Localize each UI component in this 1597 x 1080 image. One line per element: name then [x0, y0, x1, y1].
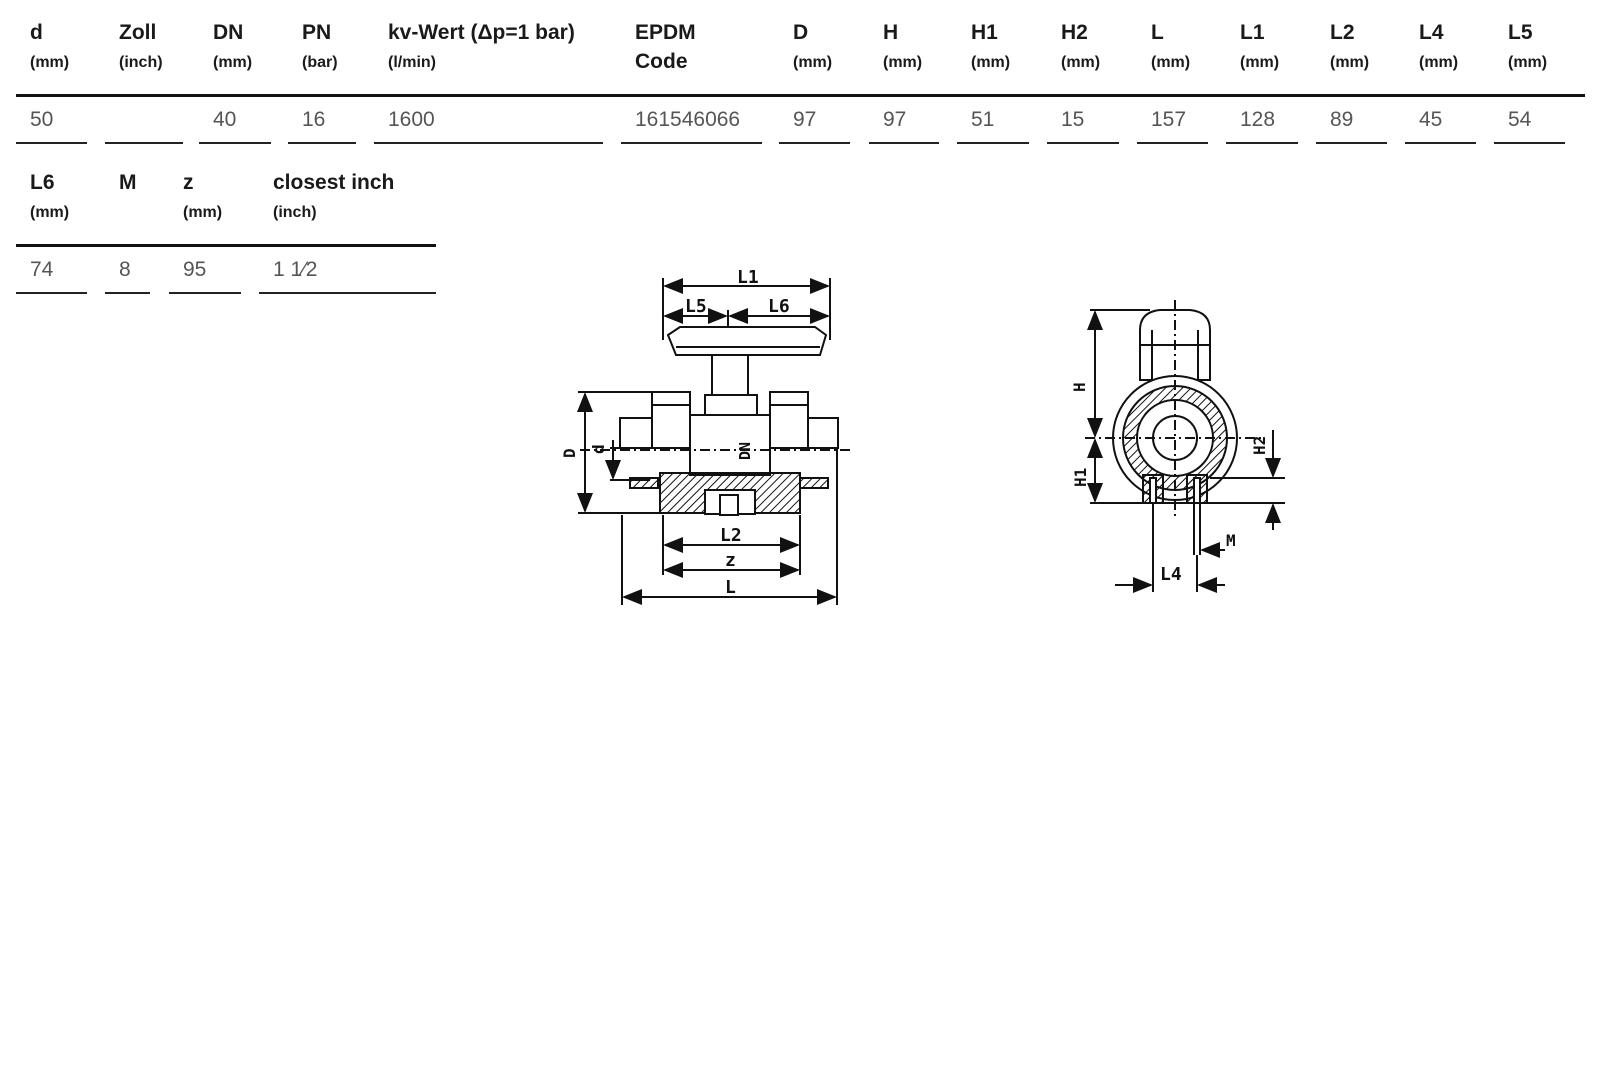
- col-unit-H: (mm): [883, 54, 923, 71]
- cell-L1: 128: [1240, 108, 1276, 131]
- col-unit-L: (mm): [1151, 54, 1191, 71]
- col-header-epdm-line2: Code: [635, 50, 688, 73]
- col-unit-z: (mm): [183, 204, 223, 221]
- col-header-H1: H1: [971, 21, 998, 44]
- col-header-L4: L4: [1419, 21, 1444, 44]
- cell-H2: 15: [1061, 108, 1085, 131]
- col-unit-zoll: (inch): [119, 54, 163, 71]
- col-unit-L2: (mm): [1330, 54, 1370, 71]
- cell-pn: 16: [302, 108, 326, 131]
- cell-underline: [199, 142, 271, 144]
- cell-underline: [1226, 142, 1298, 144]
- cell-closest-inch: 1 1⁄2: [273, 258, 318, 281]
- cell-underline: [1137, 142, 1208, 144]
- col-unit-dn: (mm): [213, 54, 253, 71]
- col-unit-D: (mm): [793, 54, 833, 71]
- col-unit-L6: (mm): [30, 204, 70, 221]
- dim-label-M: M: [1226, 531, 1236, 550]
- cell-underline: [957, 142, 1029, 144]
- col-header-closest-inch: closest inch: [273, 171, 395, 194]
- cell-L2: 89: [1330, 108, 1354, 131]
- dim-label-H: H: [1070, 382, 1089, 392]
- dim-label-H1: H1: [1071, 468, 1090, 487]
- col-header-z: z: [183, 171, 194, 194]
- dim-label-DN: DN: [736, 442, 754, 460]
- cell-underline: [374, 142, 603, 144]
- cell-underline: [16, 142, 87, 144]
- col-header-M: M: [119, 171, 137, 194]
- cell-L4: 45: [1419, 108, 1443, 131]
- cell-underline: [16, 292, 87, 294]
- col-header-D: D: [793, 21, 809, 44]
- cell-underline: [869, 142, 939, 144]
- cell-underline: [105, 142, 183, 144]
- col-header-kv: kv-Wert (Δp=1 bar): [388, 21, 575, 44]
- cell-D: 97: [793, 108, 817, 131]
- col-header-epdm: EPDM Code: [635, 22, 696, 72]
- cell-dn: 40: [213, 108, 237, 131]
- col-header-H2: H2: [1061, 21, 1088, 44]
- col-header-dn: DN: [213, 21, 244, 44]
- col-unit-L4: (mm): [1419, 54, 1459, 71]
- cell-underline: [288, 142, 356, 144]
- dim-label-L: L: [725, 577, 736, 598]
- col-header-d: d: [30, 21, 43, 44]
- cell-H: 97: [883, 108, 907, 131]
- cell-L6: 74: [30, 258, 54, 281]
- header-divider: [16, 94, 1585, 97]
- cell-kv: 1600: [388, 108, 435, 131]
- dim-label-L4: L4: [1160, 564, 1182, 585]
- col-header-L6: L6: [30, 171, 55, 194]
- cell-underline: [1405, 142, 1476, 144]
- col-unit-kv: (l/min): [388, 54, 436, 71]
- col-unit-d: (mm): [30, 54, 70, 71]
- col-unit-L5: (mm): [1508, 54, 1548, 71]
- dim-label-d: d: [589, 444, 608, 454]
- cell-underline: [259, 292, 436, 294]
- col-header-L1: L1: [1240, 21, 1265, 44]
- col-header-pn: PN: [302, 21, 332, 44]
- col-unit-closest-inch: (inch): [273, 204, 317, 221]
- col-header-L5: L5: [1508, 21, 1533, 44]
- cell-M: 8: [119, 258, 131, 281]
- cell-epdm-code: 161546066: [635, 108, 741, 131]
- header-divider: [16, 244, 436, 247]
- dim-label-H2: H2: [1250, 436, 1269, 455]
- cell-underline: [779, 142, 850, 144]
- dim-label-D: D: [560, 448, 579, 458]
- cell-H1: 51: [971, 108, 995, 131]
- cell-z: 95: [183, 258, 207, 281]
- cell-underline: [621, 142, 762, 144]
- valve-side-view-drawing: H H1 H2 M L4: [1070, 300, 1285, 593]
- cell-underline: [105, 292, 150, 294]
- col-unit-H2: (mm): [1061, 54, 1101, 71]
- cell-underline: [169, 292, 241, 294]
- dim-label-L2: L2: [720, 525, 742, 546]
- cell-L5: 54: [1508, 108, 1532, 131]
- col-unit-H1: (mm): [971, 54, 1011, 71]
- cell-d: 50: [30, 108, 54, 131]
- col-header-epdm-line1: EPDM: [635, 21, 696, 44]
- dim-label-L5: L5: [685, 296, 707, 317]
- valve-front-view-drawing: L1 L5 L6 D d DN L2 z L: [560, 267, 850, 605]
- cell-underline: [1047, 142, 1119, 144]
- dim-label-z: z: [725, 550, 736, 571]
- cell-underline: [1316, 142, 1387, 144]
- dim-label-L6: L6: [768, 296, 790, 317]
- cell-underline: [1494, 142, 1565, 144]
- col-header-H: H: [883, 21, 899, 44]
- col-unit-pn: (bar): [302, 54, 338, 71]
- col-header-zoll: Zoll: [119, 21, 157, 44]
- col-header-L2: L2: [1330, 21, 1355, 44]
- col-unit-L1: (mm): [1240, 54, 1280, 71]
- col-header-L: L: [1151, 21, 1164, 44]
- dim-label-L1: L1: [737, 267, 759, 288]
- cell-L: 157: [1151, 108, 1187, 131]
